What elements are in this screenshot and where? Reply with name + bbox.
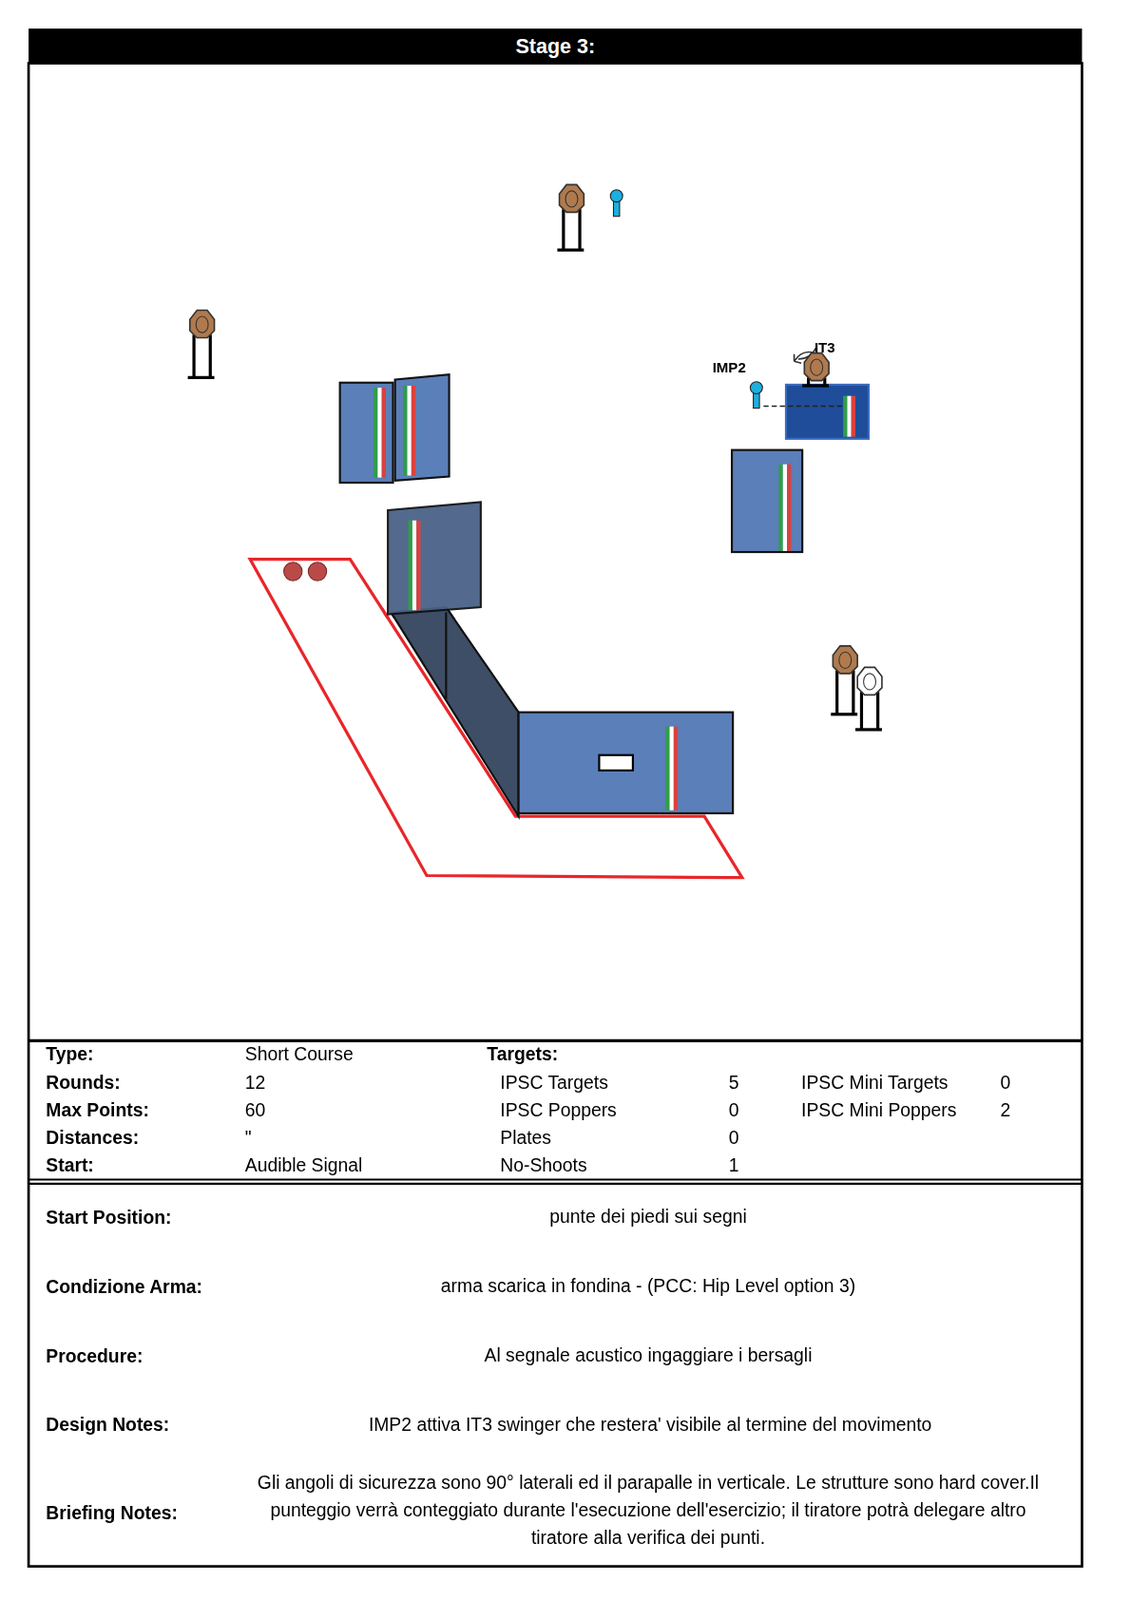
port bbox=[598, 755, 633, 771]
title-bar bbox=[28, 28, 1082, 64]
label: Max Points: bbox=[45, 1099, 149, 1123]
label: IPSC Mini Poppers bbox=[801, 1099, 957, 1123]
mini-popper bbox=[610, 190, 623, 217]
label: IT3 bbox=[814, 337, 836, 356]
label: No-Shoots bbox=[499, 1154, 587, 1178]
label: Al segnale acustico ingaggiare i bersagl… bbox=[483, 1343, 812, 1367]
label: IPSC Targets bbox=[499, 1072, 609, 1095]
label: Start: bbox=[45, 1154, 94, 1178]
label: Audible Signal bbox=[245, 1154, 364, 1178]
label: Targets: bbox=[486, 1043, 558, 1067]
label: Rounds: bbox=[45, 1072, 120, 1095]
start-marks bbox=[284, 562, 327, 581]
no-shoot-target bbox=[855, 667, 882, 730]
label: 0 bbox=[1000, 1072, 1012, 1095]
label: 60 bbox=[245, 1099, 267, 1123]
activation-line bbox=[763, 405, 845, 408]
label: punte dei piedi sui segni bbox=[549, 1205, 747, 1228]
shooting-area bbox=[249, 559, 743, 879]
mini-popper bbox=[749, 382, 763, 409]
frame bbox=[28, 63, 1082, 1568]
stage-title: Stage 3: bbox=[515, 33, 595, 58]
label: Gli angoli di sicurezza sono 90° lateral… bbox=[239, 1469, 1056, 1553]
label: 12 bbox=[245, 1072, 267, 1095]
label: Procedure: bbox=[45, 1345, 143, 1369]
label: 0 bbox=[728, 1099, 740, 1123]
label: 1 bbox=[728, 1154, 740, 1178]
label: arma scarica in fondina - (PCC: Hip Leve… bbox=[440, 1274, 856, 1298]
label: Type: bbox=[45, 1043, 94, 1067]
label: Distances: bbox=[45, 1127, 139, 1151]
label: IMP2 bbox=[712, 358, 747, 377]
flags bbox=[373, 385, 856, 811]
label: 0 bbox=[728, 1127, 740, 1151]
label: IMP2 attiva IT3 swinger che restera' vis… bbox=[368, 1413, 932, 1437]
table-lines bbox=[28, 1040, 1082, 1184]
label: Condizione Arma: bbox=[45, 1276, 203, 1300]
label: Short Course bbox=[245, 1043, 354, 1067]
ipsc-target bbox=[556, 184, 584, 250]
label: Briefing Notes: bbox=[45, 1502, 178, 1526]
label: Design Notes: bbox=[45, 1413, 170, 1437]
label: IPSC Mini Targets bbox=[801, 1072, 948, 1095]
ipsc-target bbox=[188, 309, 215, 378]
label: 2 bbox=[1000, 1099, 1012, 1123]
label: IPSC Poppers bbox=[499, 1099, 617, 1123]
label: 5 bbox=[728, 1072, 740, 1095]
ipsc-target bbox=[830, 646, 858, 715]
label: Plates bbox=[499, 1127, 552, 1151]
ipsc-target bbox=[802, 353, 829, 386]
walls bbox=[340, 374, 869, 817]
label: Start Position: bbox=[45, 1206, 172, 1229]
label: " bbox=[245, 1127, 252, 1151]
